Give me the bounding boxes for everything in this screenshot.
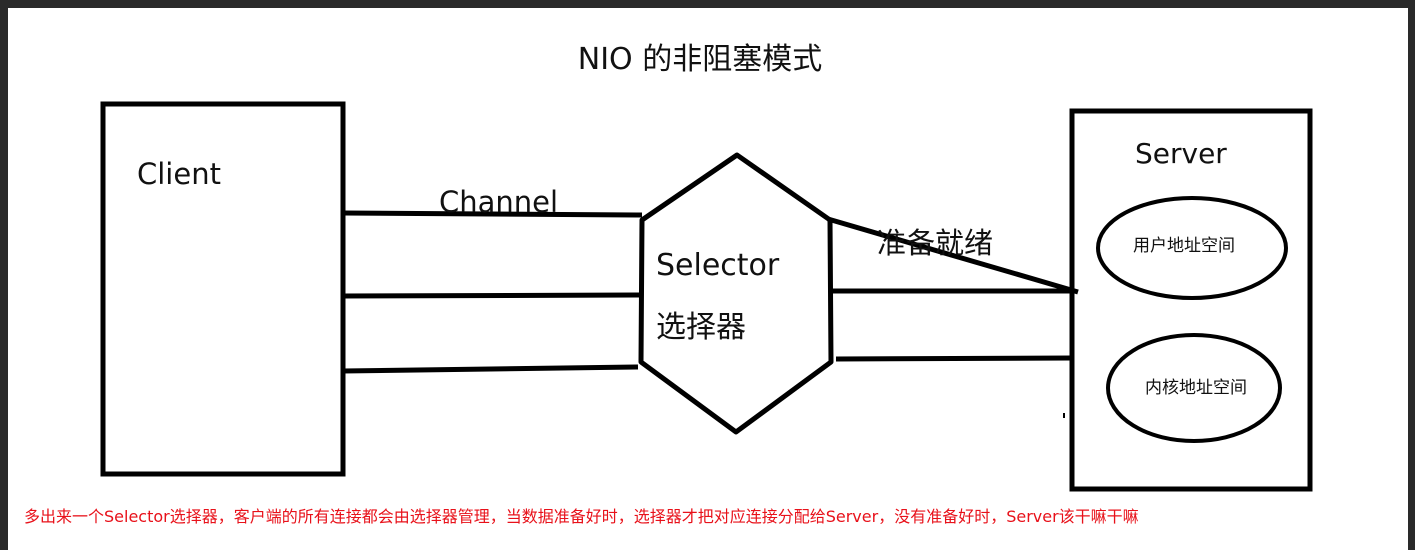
- user-space-ellipse: [1096, 196, 1288, 300]
- ready-label: 准备就绪: [877, 226, 994, 260]
- annotation-note: 多出来一个Selector选择器，客户端的所有连接都会由选择器管理，当数据准备好…: [24, 507, 1139, 526]
- channel-line-1: [342, 210, 643, 218]
- window-right-edge: [1408, 0, 1415, 550]
- channel-line-3: [342, 364, 639, 374]
- diagram-title: NIO 的非阻塞模式: [577, 42, 823, 77]
- channel-line-2: [342, 292, 643, 299]
- diagram-canvas: NIO 的非阻塞模式 Client Channel Selector 选择器 准…: [8, 8, 1408, 550]
- selector-label: Selector: [656, 248, 780, 283]
- server-box: [1069, 108, 1313, 492]
- client-box: [100, 101, 346, 477]
- channel-label: Channel: [439, 185, 559, 219]
- selector-hexagon: [638, 152, 834, 435]
- window-left-edge: [0, 0, 8, 550]
- user-space-label: 用户地址空间: [1133, 236, 1235, 256]
- server-label: Server: [1135, 137, 1227, 170]
- selector-cn-label: 选择器: [656, 310, 746, 345]
- selector-server-line-2: [835, 355, 1073, 362]
- client-label: Client: [137, 157, 221, 191]
- window-top-edge: [0, 0, 1415, 8]
- ready-line: [827, 216, 1079, 295]
- kernel-space-ellipse: [1106, 333, 1282, 443]
- diagram-drawing: [100, 101, 1313, 492]
- kernel-space-label: 内核地址空间: [1145, 378, 1247, 398]
